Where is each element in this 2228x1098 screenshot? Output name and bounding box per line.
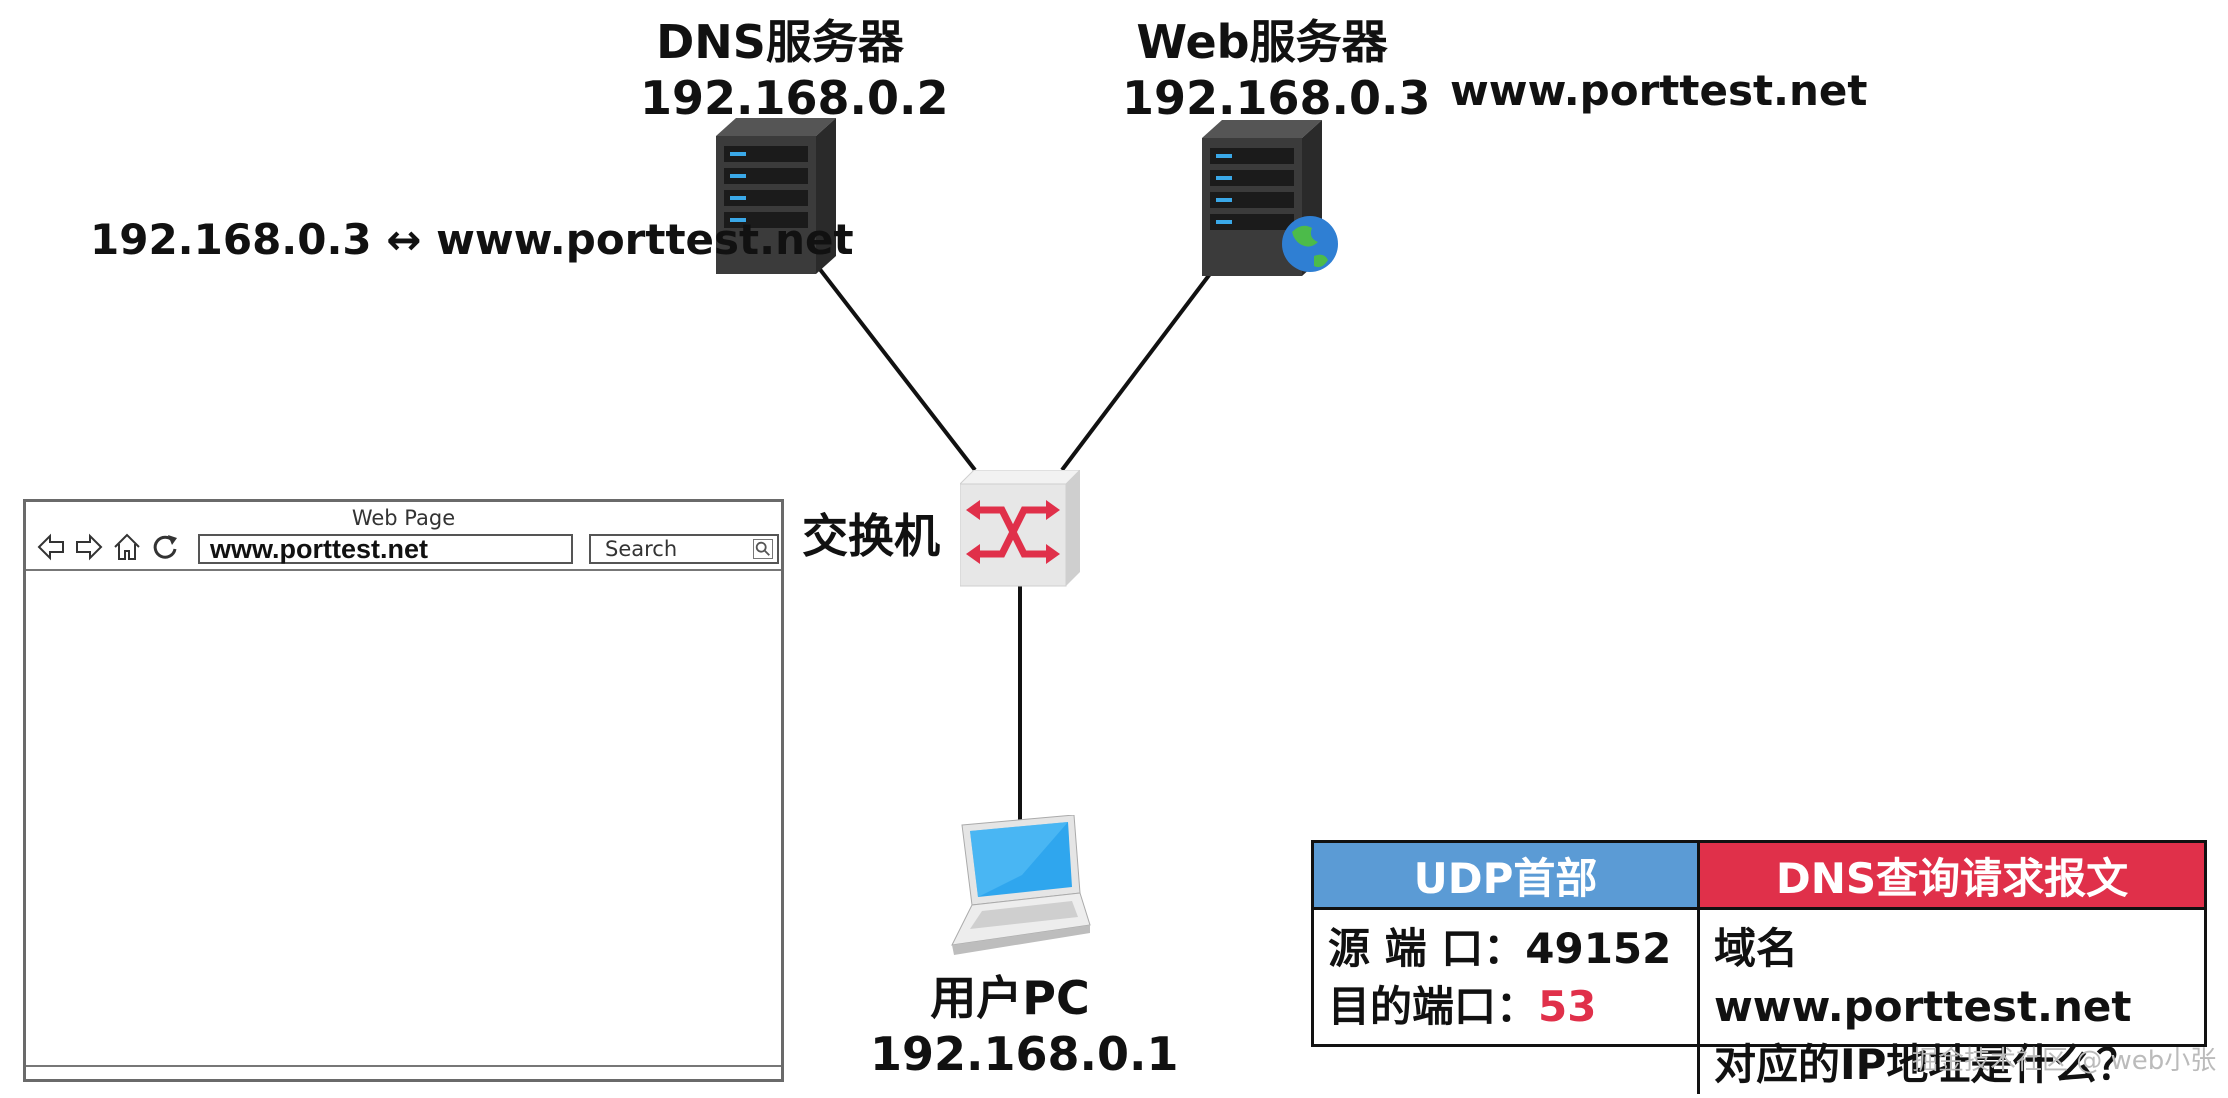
dns-server-name: DNS服务器: [656, 15, 904, 69]
status-divider: [26, 1065, 781, 1067]
browser-title: Web Page: [351, 506, 456, 530]
link-dns-switch: [803, 248, 977, 472]
search-placeholder: Search: [605, 537, 678, 561]
browser-window: Web Page www.porttest.net Search: [23, 499, 784, 1082]
udp-fields-cell: 源 端 口：49152 目的端口：53: [1314, 910, 1700, 1094]
user-pc-ip: 192.168.0.1: [870, 1027, 1179, 1081]
home-icon[interactable]: [112, 532, 142, 562]
src-port-label: 源 端 口：: [1328, 924, 1526, 973]
web-server-name: Web服务器: [1136, 15, 1388, 69]
dns-server-ip: 192.168.0.2: [640, 71, 949, 125]
dns-query-header-cell: DNS查询请求报文: [1700, 843, 2204, 910]
back-arrow-icon[interactable]: [36, 532, 66, 562]
web-server-domain: www.porttest.net: [1450, 66, 1868, 115]
question-line-2: 对应的IP地址是什么？: [1714, 1040, 2139, 1089]
src-port-row: 源 端 口：49152: [1328, 920, 1697, 978]
dns-mapping: 192.168.0.3 ↔ www.porttest.net: [90, 215, 854, 264]
dns-server-icon: [716, 118, 836, 274]
switch-icon: [960, 470, 1080, 587]
question-line-1: 域名www.porttest.net: [1714, 924, 2132, 1031]
web-server-ip: 192.168.0.3: [1122, 71, 1431, 125]
web-server-icon: [1202, 120, 1338, 276]
dst-port-row: 目的端口：53: [1328, 978, 1697, 1036]
dst-port-value: 53: [1538, 982, 1597, 1031]
dst-port-label: 目的端口：: [1328, 982, 1539, 1031]
packet-table: UDP首部 DNS查询请求报文 源 端 口：49152 目的端口：53 域名ww…: [1311, 840, 2207, 1094]
forward-arrow-icon[interactable]: [74, 532, 104, 562]
web-server-title: Web服务器 192.168.0.3: [1122, 14, 1431, 126]
user-pc-title: 用户PC 192.168.0.1: [870, 970, 1179, 1082]
search-icon[interactable]: [753, 539, 773, 559]
link-web-switch: [1060, 256, 1224, 472]
address-bar[interactable]: www.porttest.net: [198, 534, 573, 564]
toolbar-divider: [26, 569, 781, 571]
search-input[interactable]: Search: [589, 534, 779, 564]
watermark: 掘金技术社区 @ web小张: [1912, 1046, 2217, 1076]
user-pc-name: 用户PC: [930, 971, 1090, 1025]
laptop-icon: [951, 815, 1091, 955]
src-port-value: 49152: [1525, 924, 1672, 973]
refresh-icon[interactable]: [150, 532, 180, 562]
udp-header-cell: UDP首部: [1314, 843, 1700, 910]
dns-server-title: DNS服务器 192.168.0.2: [640, 14, 949, 126]
switch-label: 交换机: [802, 509, 940, 563]
dns-question-cell: 域名www.porttest.net 对应的IP地址是什么？: [1700, 910, 2204, 1094]
